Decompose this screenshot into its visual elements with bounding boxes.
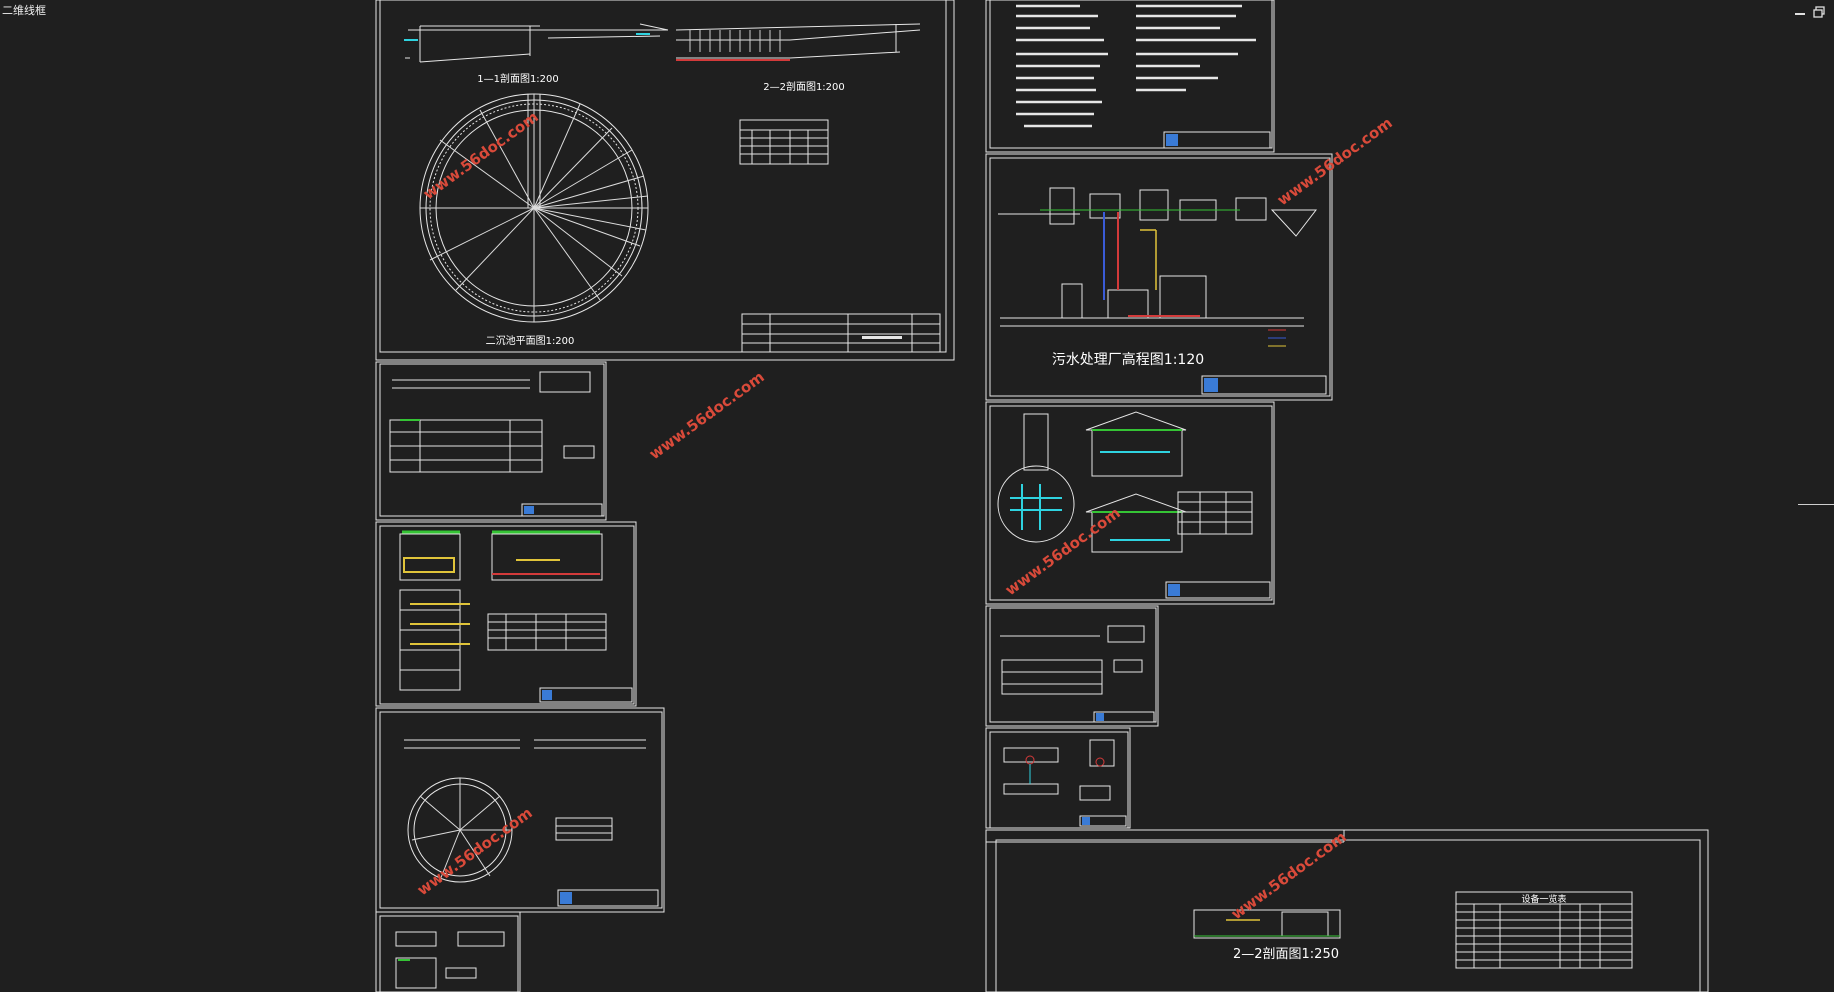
watermark: www.56doc.com [646,368,768,463]
sheet-notes[interactable] [985,0,1275,153]
clarifier-plan-title: 二沉池平面图1:200 [486,334,575,347]
watermark: www.56doc.com [1274,114,1396,209]
watermark: www.56doc.com [1002,504,1124,599]
section-2-2-title: 2—2剖面图1:200 [763,80,845,93]
sheet-elevation[interactable] [985,153,1333,401]
sheet-left-1[interactable] [375,361,607,521]
sheet-left-4[interactable] [375,911,521,992]
sheet-detail[interactable] [985,727,1131,829]
sheet-bottom-large[interactable] [985,829,1709,992]
equipment-table-title: 设备一览表 [1521,893,1566,905]
minimize-icon[interactable] [1793,6,1807,18]
view-style-label[interactable]: 二维线框 [2,4,46,17]
sheet-clarifier[interactable] [375,0,955,361]
elevation-title: 污水处理厂高程图1:120 [1052,351,1204,368]
restore-icon[interactable] [1812,6,1826,18]
sheet-pump-house[interactable] [985,401,1275,605]
sheet-left-2[interactable] [375,521,637,707]
ucs-axis-tick [1798,504,1834,505]
sheet-grit-chamber[interactable] [985,605,1159,727]
bottom-section-title: 2—2剖面图1:250 [1233,947,1339,962]
section-1-1-title: 1—1剖面图1:200 [477,72,559,85]
watermark-group: www.56doc.com www.56doc.com www.56doc.co… [414,108,1396,923]
